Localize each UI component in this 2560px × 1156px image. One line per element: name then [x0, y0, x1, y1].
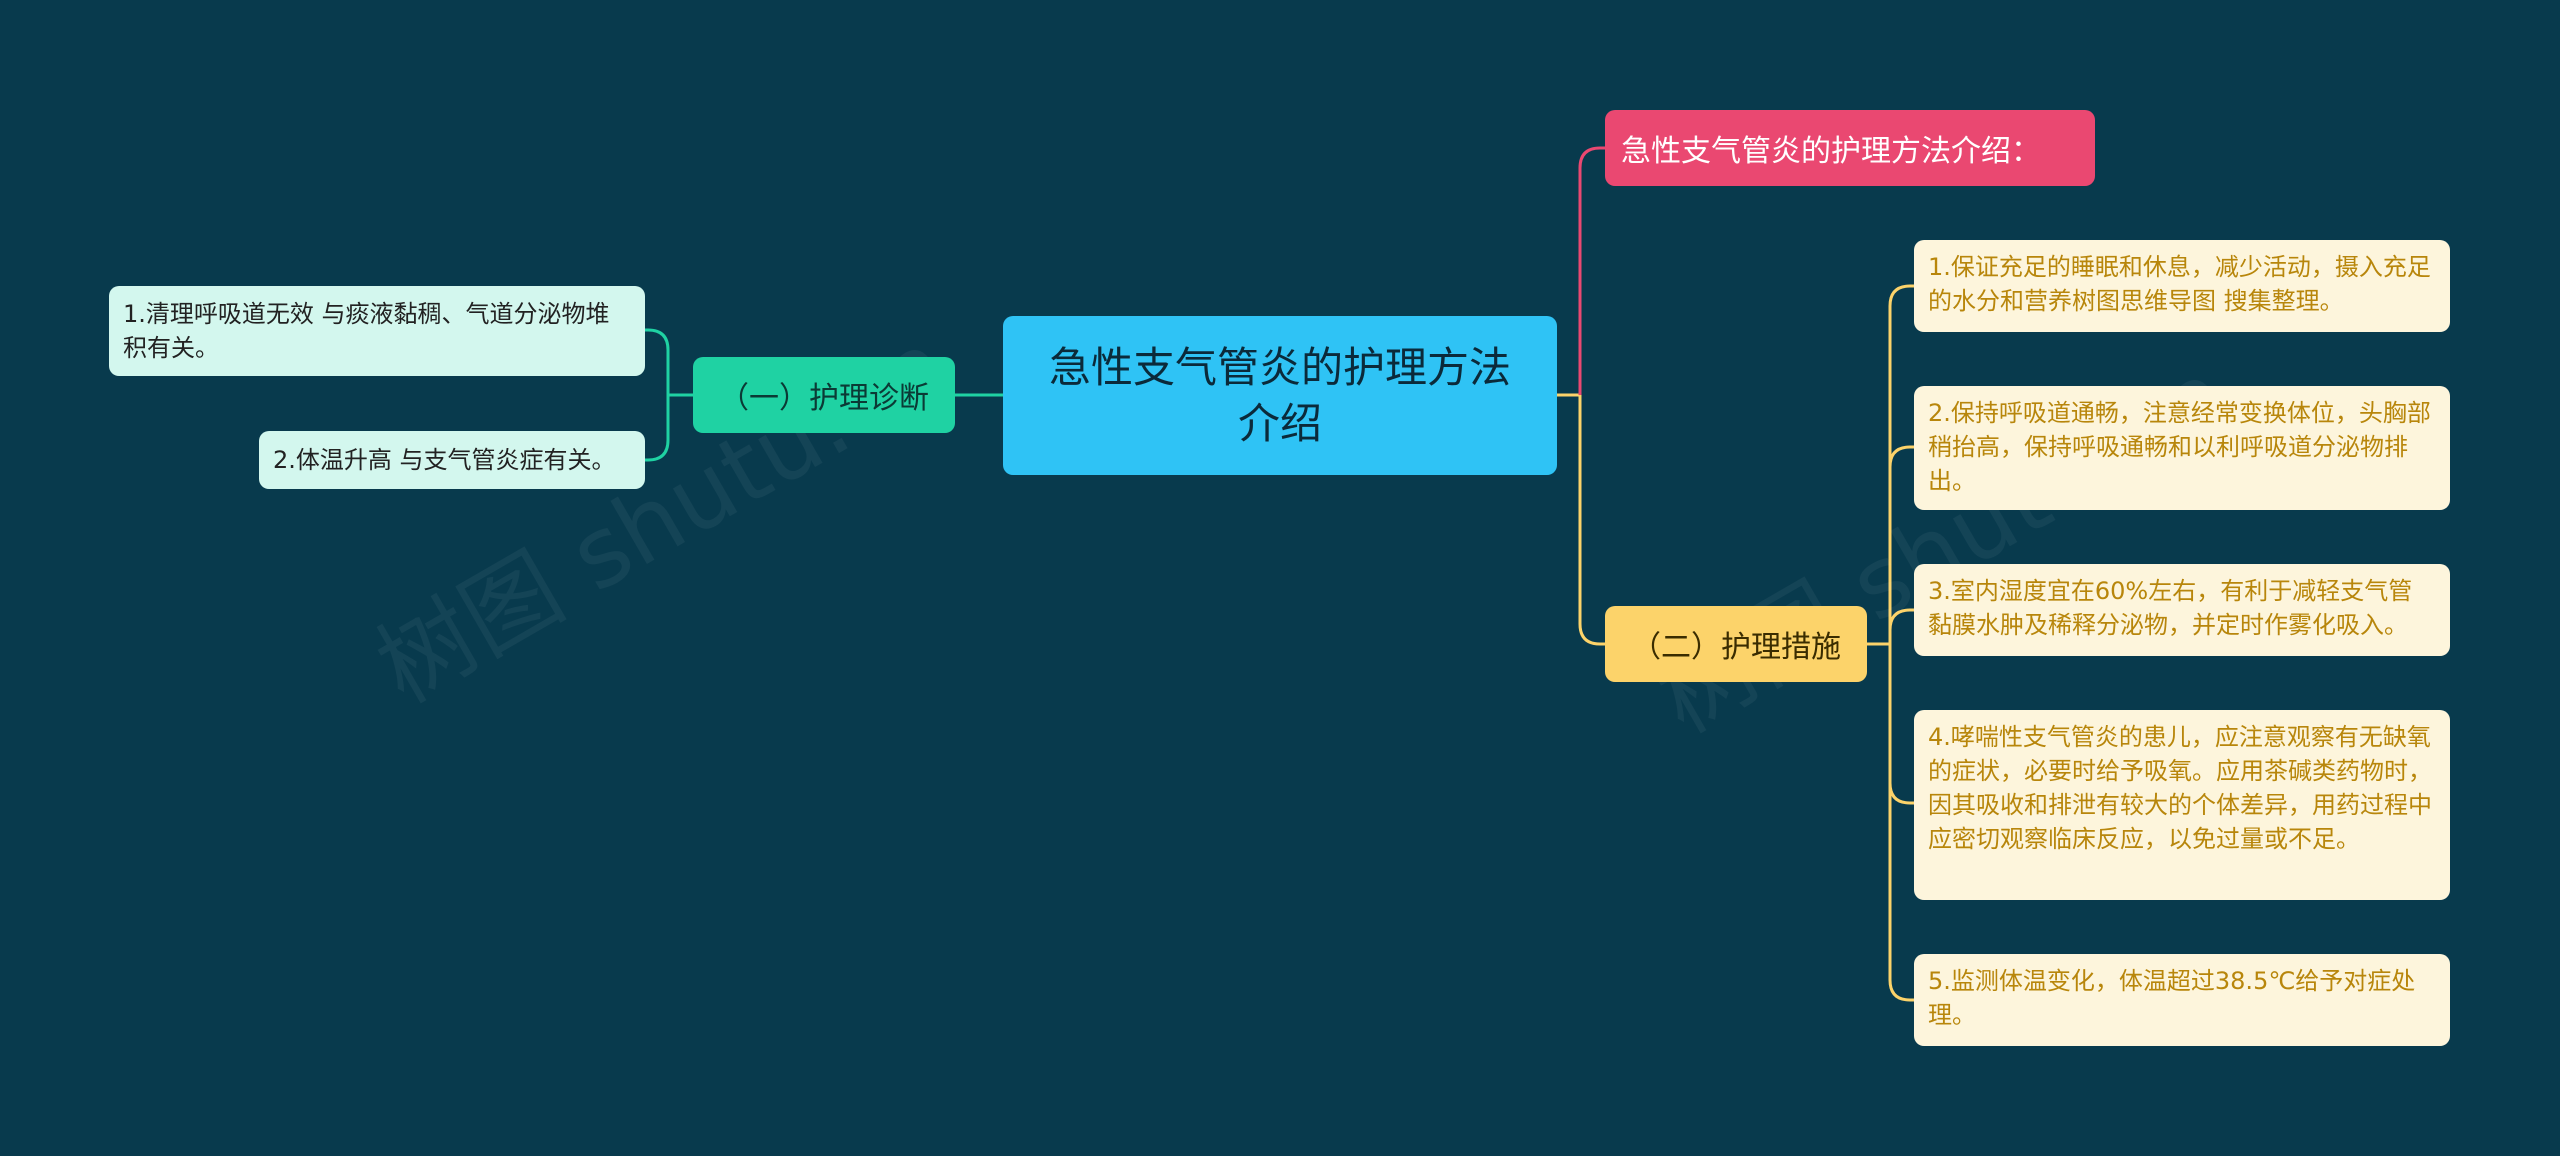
connector-root-intro	[1578, 146, 1605, 395]
diagnosis-item-text: 1.清理呼吸道无效 与痰液黏稠、气道分泌物堆积有关。	[123, 300, 610, 362]
branch-intro[interactable]: 急性支气管炎的护理方法介绍：	[1605, 110, 2095, 186]
branch-intro-label: 急性支气管炎的护理方法介绍：	[1621, 134, 2041, 169]
measures-item-text: 2.保持呼吸道通畅，注意经常变换体位，头胸部稍抬高，保持呼吸通畅和以利呼吸道分泌…	[1928, 399, 2431, 495]
diagnosis-item-1[interactable]: 1.清理呼吸道无效 与痰液黏稠、气道分泌物堆积有关。	[109, 286, 645, 376]
measures-item-3[interactable]: 3.室内湿度宜在60%左右，有利于减轻支气管黏膜水肿及稀释分泌物，并定时作雾化吸…	[1914, 564, 2450, 656]
root-topic[interactable]: 急性支气管炎的护理方法介绍	[1003, 316, 1557, 475]
connector-root-measures	[1578, 395, 1605, 646]
measures-item-text: 1.保证充足的睡眠和休息，减少活动，摄入充足的水分和营养树图思维导图 搜集整理。	[1928, 253, 2431, 315]
measures-item-text: 4.哮喘性支气管炎的患儿，应注意观察有无缺氧的症状，必要时给予吸氧。应用茶碱类药…	[1928, 723, 2432, 853]
measures-item-5[interactable]: 5.监测体温变化，体温超过38.5℃给予对症处理。	[1914, 954, 2450, 1046]
branch-measures-label: （二）护理措施	[1631, 630, 1841, 665]
diagnosis-item-text: 2.体温升高 与支气管炎症有关。	[273, 446, 616, 474]
measures-item-4[interactable]: 4.哮喘性支气管炎的患儿，应注意观察有无缺氧的症状，必要时给予吸氧。应用茶碱类药…	[1914, 710, 2450, 900]
branch-diagnosis-label: （一）护理诊断	[719, 381, 929, 416]
branch-measures[interactable]: （二）护理措施	[1605, 606, 1867, 682]
root-title: 急性支气管炎的护理方法介绍	[1048, 342, 1511, 448]
branch-diagnosis[interactable]: （一）护理诊断	[693, 357, 955, 433]
measures-item-1[interactable]: 1.保证充足的睡眠和休息，减少活动，摄入充足的水分和营养树图思维导图 搜集整理。	[1914, 240, 2450, 332]
measures-item-2[interactable]: 2.保持呼吸道通畅，注意经常变换体位，头胸部稍抬高，保持呼吸通畅和以利呼吸道分泌…	[1914, 386, 2450, 510]
connector-diagnosis-leaves	[645, 328, 693, 462]
diagnosis-item-2[interactable]: 2.体温升高 与支气管炎症有关。	[259, 431, 645, 489]
measures-item-text: 5.监测体温变化，体温超过38.5℃给予对症处理。	[1928, 967, 2416, 1029]
connector-measures-leaves	[1867, 284, 1914, 1002]
measures-item-text: 3.室内湿度宜在60%左右，有利于减轻支气管黏膜水肿及稀释分泌物，并定时作雾化吸…	[1928, 577, 2413, 639]
